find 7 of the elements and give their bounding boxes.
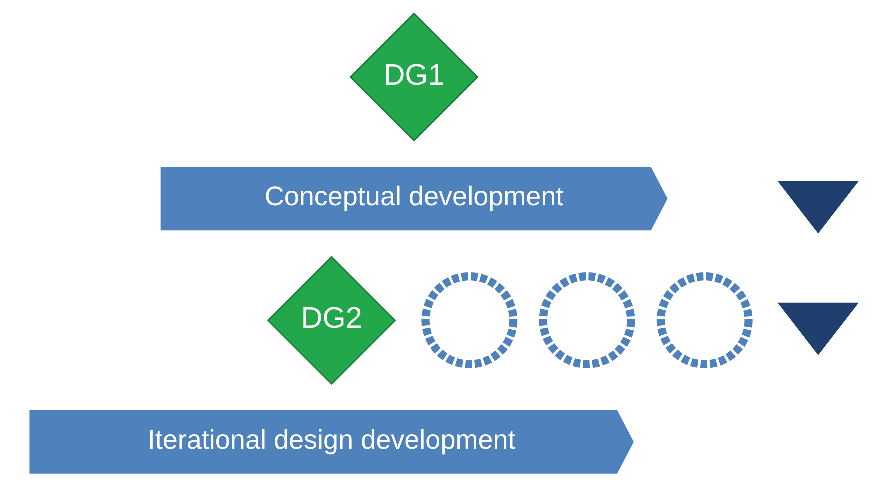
- node-triangle: [778, 302, 859, 356]
- node-cycle: [656, 272, 753, 368]
- node-cycle: [422, 272, 518, 368]
- node-diamond: DG2: [267, 256, 396, 385]
- node-triangle: [778, 181, 859, 234]
- node-cycle: [539, 272, 636, 368]
- node-diamond: DG1: [350, 12, 479, 142]
